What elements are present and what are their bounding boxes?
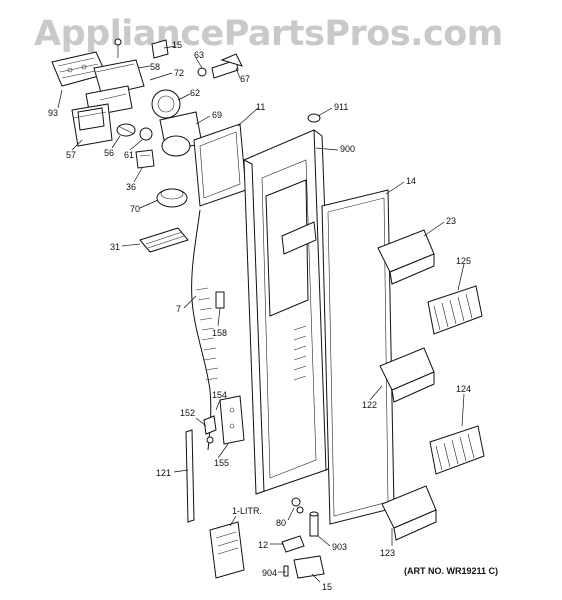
- part-label-125: 125: [456, 256, 471, 266]
- part-label-93: 93: [48, 108, 58, 118]
- part-label-121: 121: [156, 468, 171, 478]
- door-bins: [377, 229, 437, 541]
- part-label-58: 58: [150, 62, 160, 72]
- part-label-69: 69: [212, 110, 222, 120]
- part-label-80: 80: [276, 518, 286, 528]
- part-label-31: 31: [110, 242, 120, 252]
- part-label-62: 62: [190, 88, 200, 98]
- part-label-123: 123: [380, 548, 395, 558]
- part-label-904: 904: [262, 568, 277, 578]
- part-labels: 15 58 72 63 67 62 93 57 56 61 69 11 911 …: [48, 40, 498, 592]
- part-label-7: 7: [176, 304, 181, 314]
- part-label-70: 70: [130, 204, 140, 214]
- strip-121: [185, 429, 195, 523]
- part-label-911: 911: [334, 102, 348, 112]
- part-label-57: 57: [66, 150, 76, 160]
- part-label-36: 36: [126, 182, 136, 192]
- part-label-124: 124: [456, 384, 471, 394]
- part-label-15: 15: [172, 40, 182, 50]
- connector-158: [215, 291, 225, 309]
- part-label-56: 56: [104, 148, 114, 158]
- part-label-152: 152: [180, 408, 195, 418]
- part-label-154: 154: [212, 390, 227, 400]
- part-label-155: 155: [214, 458, 229, 468]
- part-label-15b: 15: [322, 582, 332, 592]
- art-number: (ART NO. WR19211 C): [404, 566, 498, 576]
- part-label-61: 61: [124, 150, 134, 160]
- hinge-parts: [281, 497, 325, 579]
- door-baskets: [427, 285, 485, 475]
- lever-parts: [203, 395, 245, 445]
- dispenser-grille: [139, 227, 189, 253]
- dispenser-frame: [193, 123, 247, 207]
- manual-label: 1-LITR.: [232, 506, 262, 516]
- heater-wire: [191, 209, 219, 451]
- part-label-11: 11: [256, 102, 265, 112]
- part-label-67: 67: [240, 74, 250, 84]
- door-gasket: [321, 189, 395, 525]
- part-label-12: 12: [258, 540, 268, 550]
- part-label-903: 903: [332, 542, 347, 552]
- leader-lines: [57, 45, 465, 583]
- ice-maker-assembly: [51, 38, 243, 208]
- part-label-72: 72: [174, 68, 184, 78]
- part-label-63: 63: [194, 50, 204, 60]
- literature-booklet: [209, 515, 245, 579]
- part-label-158: 158: [212, 328, 227, 338]
- part-label-122: 122: [362, 400, 377, 410]
- part-label-23: 23: [446, 216, 456, 226]
- part-label-900: 900: [340, 144, 355, 154]
- freezer-door: [243, 113, 335, 495]
- part-label-14: 14: [406, 176, 416, 186]
